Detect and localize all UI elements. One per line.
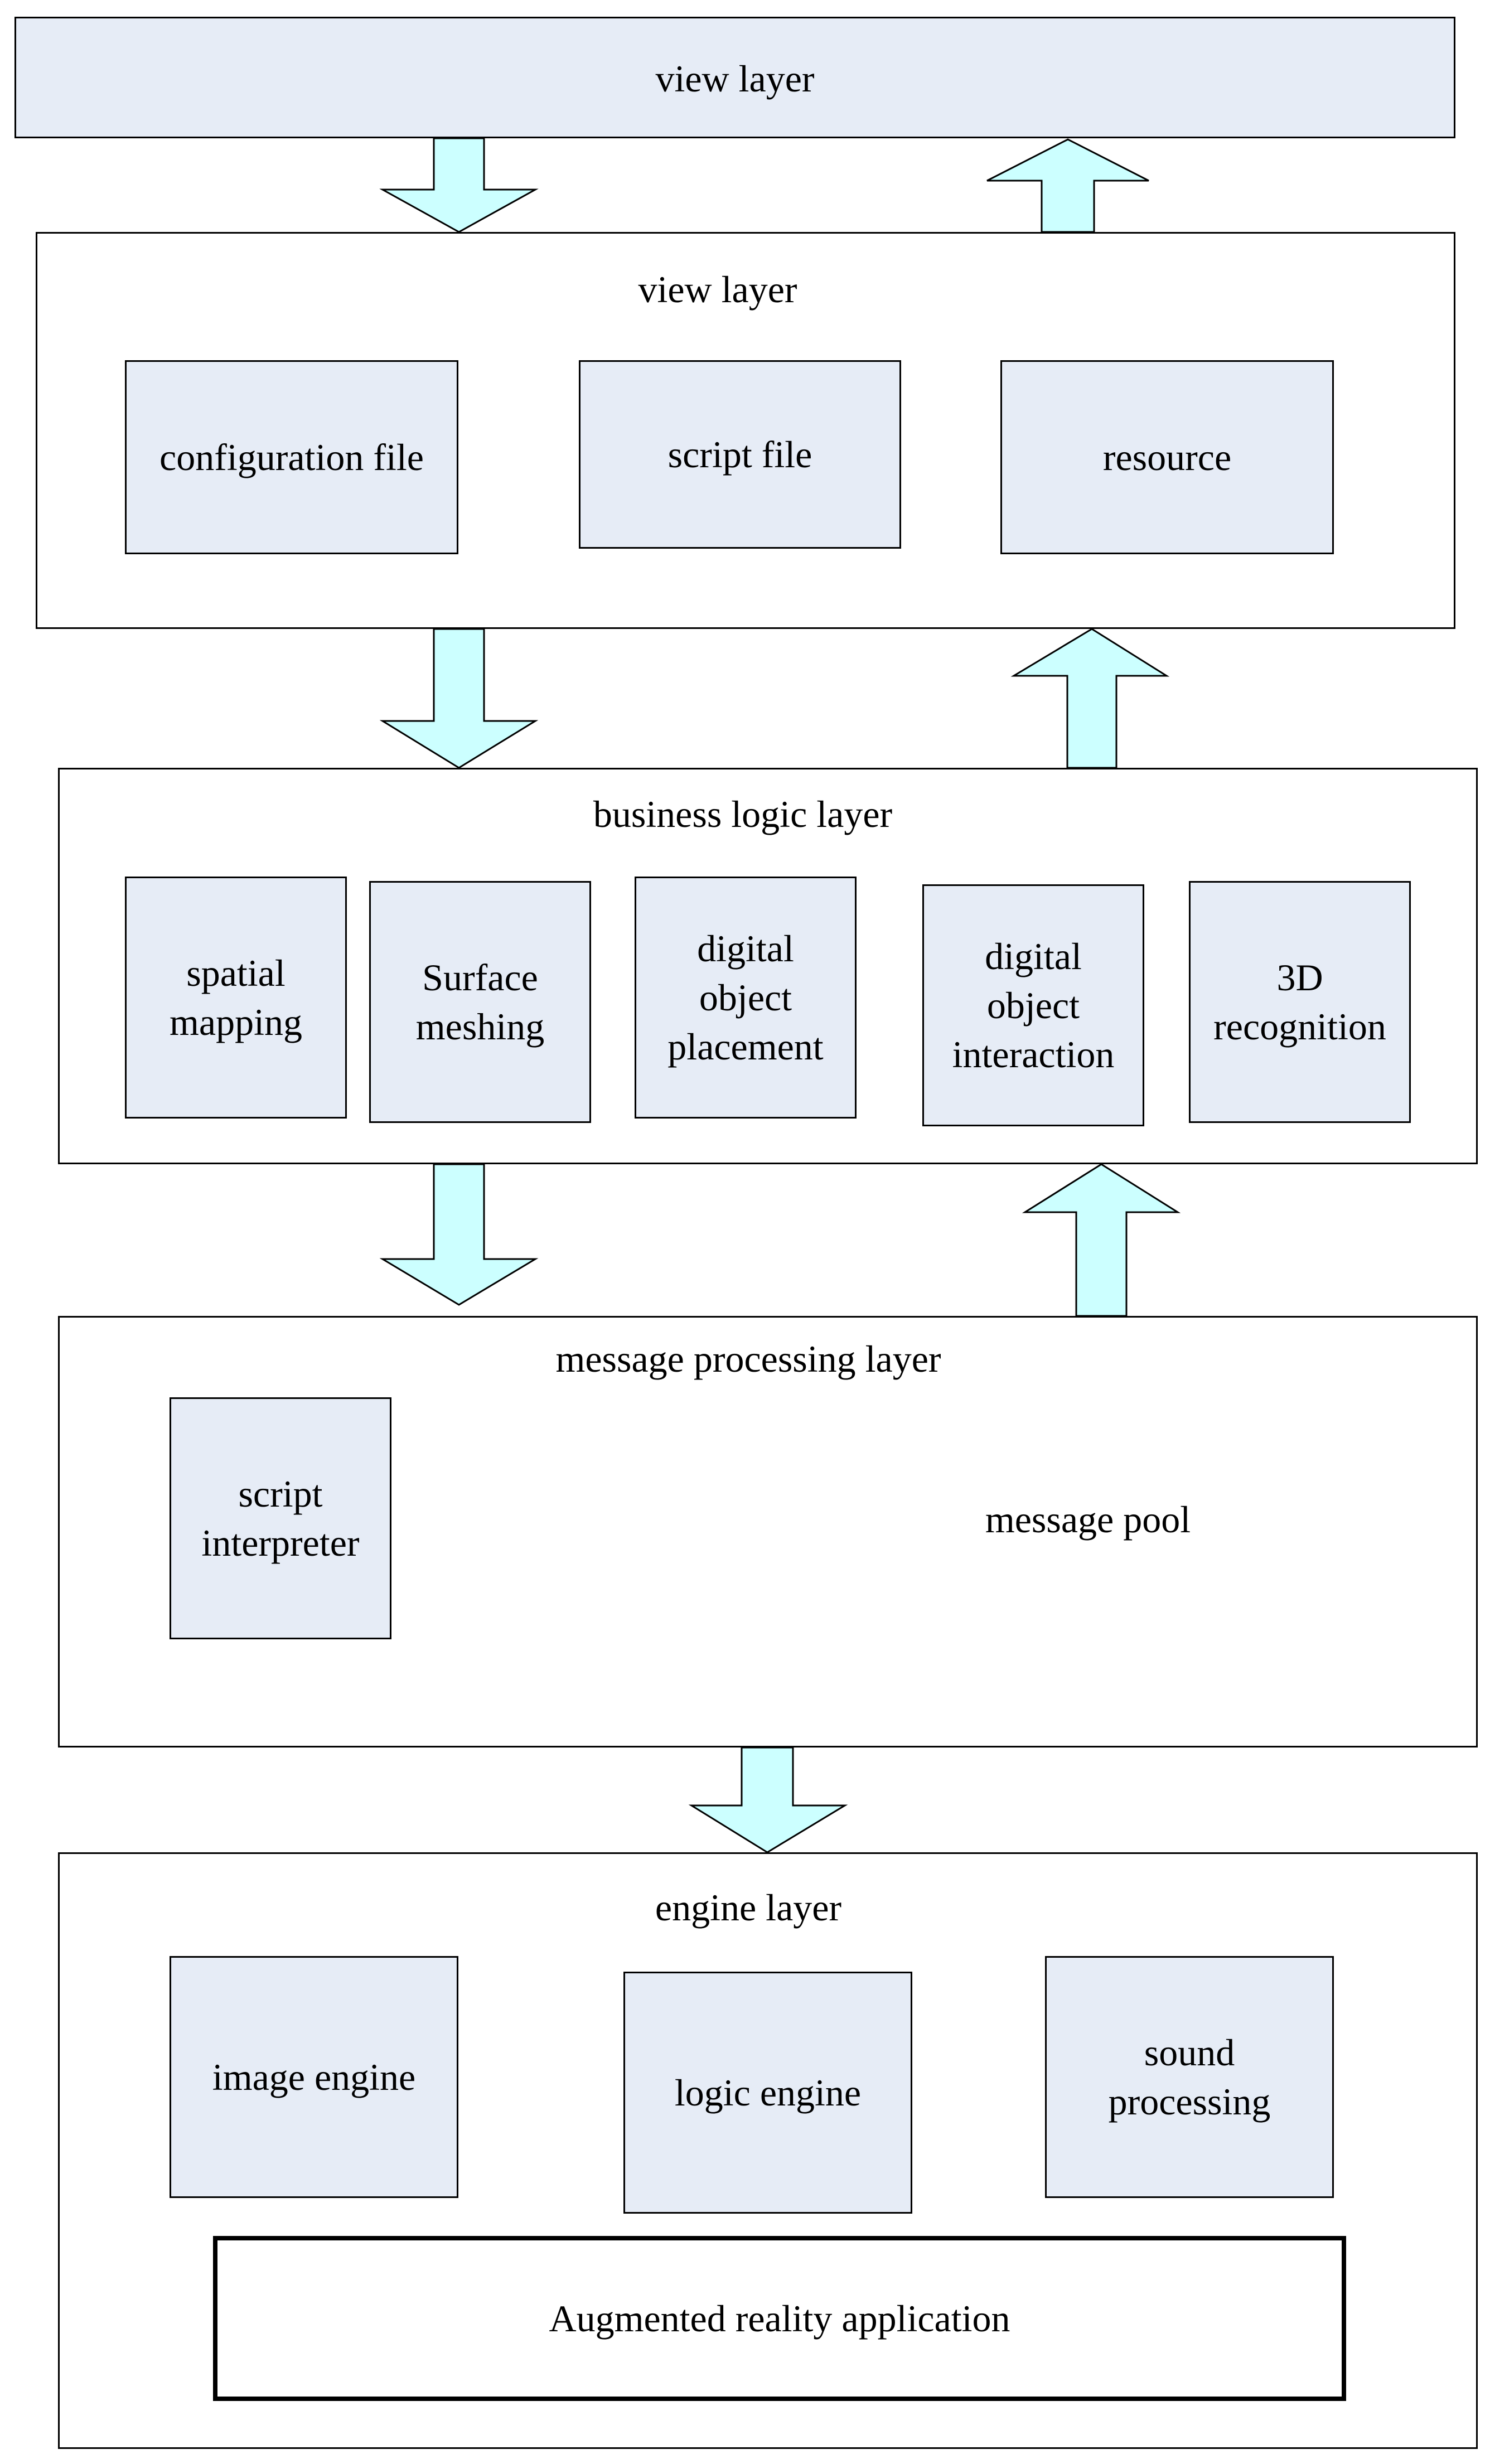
resource-label: resource: [1102, 436, 1232, 478]
digital-object-interaction-box: digital object interaction: [922, 884, 1144, 1126]
view-layer-title: view layer: [638, 268, 797, 311]
interaction-line-1: digital: [985, 935, 1082, 977]
resource-box: resource: [1000, 360, 1334, 554]
surface-meshing-line-1: Surface: [422, 956, 538, 999]
script-interpreter-box: script interpreter: [170, 1397, 391, 1639]
surface-meshing-box: Surface meshing: [369, 881, 591, 1123]
up-arrow-2: [1010, 628, 1170, 769]
sound-processing-box: sound processing: [1045, 1956, 1334, 2198]
script-interpreter-line-1: script: [238, 1473, 323, 1515]
down-arrow-4: [688, 1746, 848, 1853]
augmented-reality-application-box: Augmented reality application: [213, 2236, 1346, 2401]
spatial-mapping-box: spatial mapping: [125, 877, 347, 1119]
placement-line-1: digital: [697, 927, 794, 970]
augmented-reality-application-label: Augmented reality application: [549, 2297, 1010, 2340]
configuration-file-label: configuration file: [159, 436, 424, 478]
spatial-mapping-line-2: mapping: [170, 1001, 302, 1043]
message-processing-layer: message processing layer: [58, 1316, 1478, 1747]
business-logic-layer-title: business logic layer: [593, 793, 893, 835]
down-arrow-3: [379, 1163, 539, 1306]
sound-processing-line-1: sound: [1144, 2031, 1235, 2074]
sound-processing-line-2: processing: [1108, 2080, 1271, 2123]
3d-recognition-line-1: 3D: [1276, 956, 1323, 999]
placement-line-3: placement: [667, 1025, 824, 1068]
up-arrow-1: [986, 138, 1149, 233]
down-arrow-2: [379, 628, 539, 769]
message-pool-label: message pool: [985, 1498, 1191, 1541]
script-file-box: script file: [579, 360, 901, 549]
logic-engine-box: logic engine: [623, 1972, 912, 2214]
placement-line-2: object: [699, 976, 792, 1019]
view-layer-banner-label: view layer: [655, 57, 815, 100]
view-layer-banner: view layer: [14, 17, 1455, 138]
configuration-file-box: configuration file: [125, 360, 458, 554]
engine-layer-title: engine layer: [655, 1886, 842, 1929]
down-arrow-1: [379, 137, 539, 233]
digital-object-placement-box: digital object placement: [635, 877, 857, 1119]
image-engine-label: image engine: [212, 2056, 416, 2098]
3d-recognition-box: 3D recognition: [1189, 881, 1411, 1123]
logic-engine-label: logic engine: [674, 2071, 862, 2114]
image-engine-box: image engine: [170, 1956, 458, 2198]
surface-meshing-line-2: meshing: [415, 1005, 545, 1048]
spatial-mapping-line-1: spatial: [186, 952, 286, 994]
3d-recognition-line-2: recognition: [1213, 1005, 1386, 1048]
up-arrow-3: [1022, 1163, 1181, 1317]
message-processing-layer-title: message processing layer: [555, 1338, 941, 1380]
interaction-line-2: object: [986, 984, 1080, 1027]
script-interpreter-line-2: interpreter: [201, 1522, 360, 1564]
interaction-line-3: interaction: [952, 1033, 1115, 1076]
script-file-label: script file: [667, 433, 812, 476]
